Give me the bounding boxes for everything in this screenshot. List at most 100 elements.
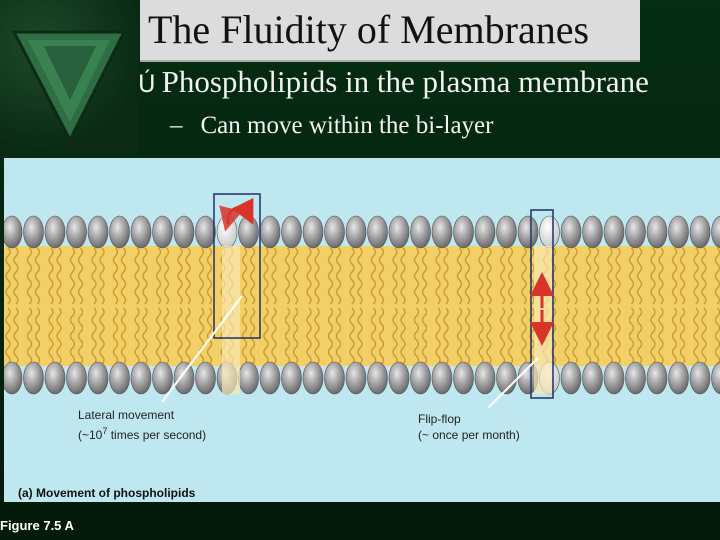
lipid-tail [464, 247, 471, 305]
flip-flop-title: Flip-flop [418, 412, 461, 426]
lipid-tail [56, 307, 62, 365]
lipid-tail [486, 247, 492, 305]
phospholipid-head [388, 215, 410, 249]
lateral-arrow-icon [219, 205, 250, 232]
phospholipid-head [582, 361, 603, 395]
phospholipid-head [4, 215, 23, 249]
phospholipid-head [302, 215, 324, 249]
phospholipid-head [474, 215, 496, 249]
phospholipid-head [668, 361, 689, 395]
lateral-movement-label: Lateral movement (~107 times per second) [78, 407, 206, 443]
lipid-tail [607, 307, 613, 365]
phospholipid-head [238, 215, 259, 249]
phospholipid-head [646, 361, 668, 395]
lipid-tail [120, 247, 127, 305]
phospholipid-head [388, 361, 410, 395]
lipid-tail [714, 247, 720, 305]
lipid-tail [69, 307, 76, 365]
lipid-tail [693, 247, 699, 305]
phospholipid-head [4, 361, 23, 395]
lipid-tail [456, 307, 463, 365]
lipid-tail [271, 307, 277, 365]
phospholipid-head [109, 215, 130, 249]
lipid-tail [413, 247, 420, 305]
lipid-tail [314, 307, 320, 365]
lipid-tail [99, 247, 105, 305]
lipid-tail [206, 307, 213, 365]
lipid-tail [521, 247, 527, 305]
phospholipid-head [195, 361, 216, 395]
lipid-tail [671, 307, 678, 365]
phospholipid-head [711, 215, 720, 249]
lipid-tail [134, 307, 140, 365]
phospholipid-head [302, 361, 324, 395]
phospholipid-head [560, 215, 582, 249]
lipid-tail [650, 247, 656, 305]
lipid-tail [392, 247, 398, 305]
lipid-tail [564, 247, 570, 305]
lipid-tail [593, 307, 600, 365]
phospholipid-head [281, 215, 302, 249]
phospholipid-head [152, 361, 173, 395]
phospholipid-head [324, 361, 345, 395]
lipid-tail [701, 247, 707, 305]
phospholipid-head [44, 361, 66, 395]
lipid-tail [5, 247, 11, 305]
lipid-tail [335, 247, 342, 305]
lipid-tail [521, 307, 527, 365]
phospholipid-head [87, 215, 109, 249]
lipid-tail [263, 247, 269, 305]
phospholipid-head [87, 361, 109, 395]
sub-bullet-text: Can move within the bi-layer [200, 112, 494, 139]
lipid-tail [679, 247, 686, 305]
lipid-tail [284, 307, 291, 365]
lipid-tail [13, 307, 19, 365]
phospholipid-head [689, 215, 711, 249]
lipid-tail [155, 247, 162, 305]
title-bar [140, 0, 640, 62]
phospholipid-head [560, 361, 582, 395]
lipid-tail [378, 247, 385, 305]
slide-title: The Fluidity of Membranes [148, 7, 590, 52]
lipid-tail [271, 247, 277, 305]
lipid-tail [91, 247, 97, 305]
phospholipid-head [689, 361, 711, 395]
lateral-lipid-highlight [222, 246, 240, 394]
logo [0, 0, 138, 158]
lipid-tail [585, 307, 592, 365]
phospholipid-head [367, 215, 388, 249]
phospholipid-head [603, 215, 625, 249]
lipid-tail [701, 307, 707, 365]
lipid-tail [142, 247, 148, 305]
lipid-tail [658, 247, 664, 305]
lipid-tail [370, 307, 377, 365]
phospholipid-head [410, 215, 431, 249]
lipid-tail [306, 247, 312, 305]
phospholipid-head [281, 361, 302, 395]
phospholipid-head [582, 215, 603, 249]
lipid-tail [650, 307, 656, 365]
phospholipid-head [109, 361, 130, 395]
lipid-tail [378, 307, 385, 365]
lipid-tail [400, 247, 406, 305]
phospholipid-head [453, 361, 474, 395]
lipid-tail [249, 307, 256, 365]
lipid-tail [26, 247, 33, 305]
lipid-tail [112, 247, 119, 305]
lipid-tail [292, 307, 299, 365]
lipid-tail [593, 247, 600, 305]
lipid-tail [177, 247, 183, 305]
lipid-tail [421, 307, 428, 365]
phospholipid-head [603, 361, 625, 395]
lipid-tail [306, 307, 312, 365]
lipid-tail [335, 307, 342, 365]
phospholipid-head [496, 215, 517, 249]
phospholipid-head [431, 215, 453, 249]
lipid-tail [91, 307, 97, 365]
lipid-tail [478, 247, 484, 305]
lipid-tail [198, 307, 205, 365]
lipid-tail [400, 307, 406, 365]
sub-bullet-marker: – [170, 112, 183, 139]
lipid-tail [34, 247, 41, 305]
phospholipid-head [410, 361, 431, 395]
